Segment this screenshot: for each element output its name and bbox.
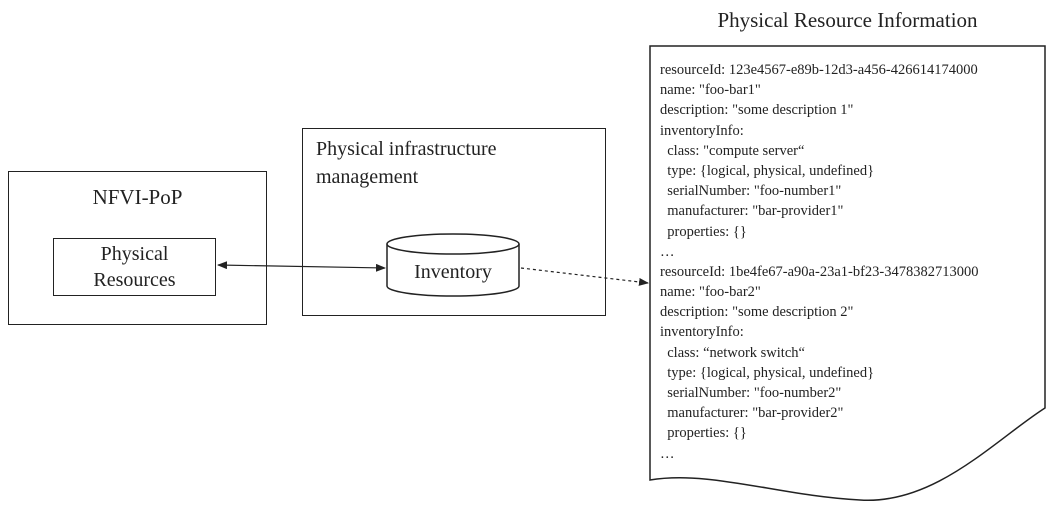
info-line: name: "foo-bar1": [660, 82, 761, 99]
physical-resources-label: Physical Resources: [53, 241, 216, 293]
info-line: resourceId: 1be4fe67-a90a-23a1-bf23-3478…: [660, 263, 979, 280]
physical-resources-line1: Physical: [100, 243, 169, 265]
info-line: resourceId: 123e4567-e89b-12d3-a456-4266…: [660, 62, 978, 78]
info-line: properties: {}: [660, 425, 747, 442]
info-line: …: [660, 243, 675, 260]
physical-resources-box: [53, 238, 216, 296]
info-line: type: {logical, physical, undefined}: [660, 162, 875, 179]
info-line: …: [660, 445, 675, 462]
info-line: class: “network switch“: [660, 344, 805, 361]
bidirectional-arrow: [217, 261, 386, 272]
resource-info-document: [649, 45, 1046, 501]
inventory-label: Inventory: [414, 261, 492, 283]
info-line: name: "foo-bar2": [660, 284, 761, 301]
resource-info-title: Physical Resource Information: [717, 8, 978, 32]
info-line: inventoryInfo:: [660, 122, 744, 139]
info-line: properties: {}: [660, 223, 747, 240]
physical-resources-line2: Resources: [93, 269, 176, 291]
info-line: inventoryInfo:: [660, 324, 744, 341]
info-line: serialNumber: "foo-number2": [660, 385, 842, 401]
inventory-cylinder: [386, 233, 520, 297]
info-line: class: "compute server“: [660, 142, 805, 159]
info-line: manufacturer: "bar-provider2": [660, 405, 844, 422]
info-line: description: "some description 1": [660, 102, 854, 119]
info-line: serialNumber: "foo-number1": [660, 183, 842, 200]
nfvi-pop-box: [8, 171, 267, 325]
resource-info-text: resourceId: 123e4567-e89b-12d3-a456-4266…: [660, 60, 1050, 464]
info-line: type: {logical, physical, undefined}: [660, 364, 875, 381]
pim-box: [302, 128, 606, 316]
info-line: description: "some description 2": [660, 304, 854, 321]
pim-title: Physical infrastructure management: [316, 138, 497, 188]
nfvi-pop-title: NFVI-PoP: [92, 185, 183, 209]
info-line: manufacturer: "bar-provider1": [660, 203, 844, 220]
